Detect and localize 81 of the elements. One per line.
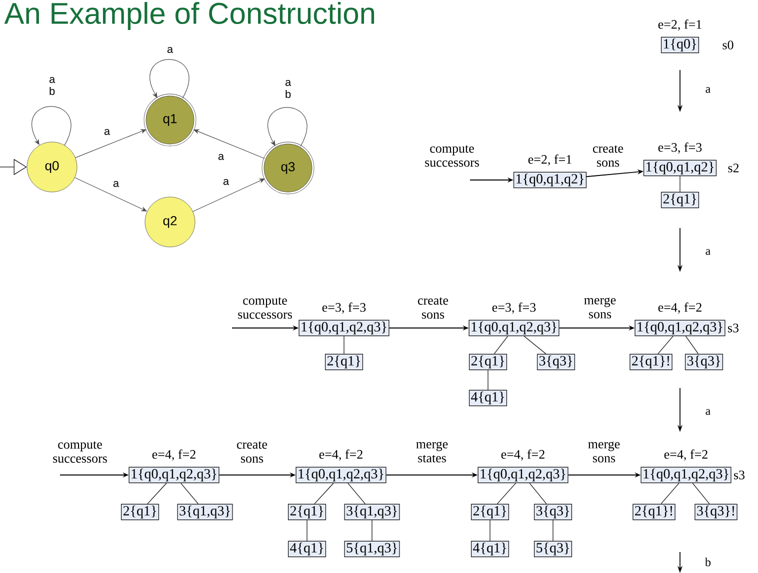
state-name: s3 — [734, 470, 745, 480]
state-name: s0 — [722, 40, 734, 50]
tree-node-box: 1{q0,q1,q2} — [513, 172, 587, 188]
edge-label: a — [113, 181, 120, 188]
tree-node-box: 1{q0,q1,q2,q3} — [478, 466, 568, 484]
tree-node-box: 3{q3} — [534, 504, 572, 520]
state-name: s3 — [728, 324, 739, 332]
edge-label: create sons — [593, 145, 624, 167]
tree-node-box: 1{q0,q1,q2} — [643, 160, 717, 176]
tree-node-box: 2{q1} — [468, 354, 508, 370]
title: An Example of Construction — [4, 2, 374, 30]
arrow — [150, 59, 190, 98]
edge-label: a — [167, 47, 174, 54]
tree-node-box: 3{q1,q3} — [177, 504, 233, 520]
transition-label: b — [705, 558, 711, 566]
tree-header: e=4, f=2 — [501, 450, 544, 461]
tree-header: e=4, f=2 — [664, 450, 708, 461]
tree-node-box: 2{q1}! — [630, 354, 672, 370]
tree-line — [552, 520, 554, 542]
tree-line — [306, 520, 308, 542]
edge-label: a b — [49, 77, 56, 96]
tree-node-box: 5{q3} — [534, 540, 572, 558]
tree-node-box: 2{q1} — [324, 354, 364, 370]
tree-node-box: 2{q1}! — [632, 504, 676, 520]
tree-header: e=2, f=1 — [658, 20, 702, 31]
tree-node-box: 4{q1} — [288, 540, 326, 558]
edge-label: merge states — [416, 442, 448, 462]
tree-node-box: 3{q1,q3} — [344, 504, 400, 520]
tree-line — [658, 336, 674, 354]
tree-line — [529, 482, 547, 504]
edge-label: a b — [285, 80, 292, 98]
tree-header: e=4, f=2 — [152, 450, 196, 461]
tree-node-box: 1{q0,q1,q2,q3} — [296, 466, 386, 484]
tree-line — [180, 482, 198, 504]
tree-node-box: 4{q1} — [470, 540, 510, 558]
tree-line — [685, 336, 699, 354]
tree-header: e=4, f=2 — [658, 302, 702, 314]
arrow — [268, 107, 308, 146]
edge-label: a — [218, 154, 224, 160]
tree-line — [494, 336, 508, 354]
edge-label: a — [223, 179, 230, 186]
tree-node-box: 2{q1} — [288, 504, 326, 520]
tree-node-box: 1{q0,q1,q2,q3} — [128, 466, 220, 484]
tree-node-box: 1{q0,q1,q2,q3} — [468, 320, 560, 336]
tree-node-box: 1{q0} — [660, 36, 700, 54]
tree-node-box: 2{q1} — [660, 192, 700, 208]
tree-header: e=3, f=3 — [322, 302, 366, 314]
tree-node-box: 1{q0,q1,q2,q3} — [640, 466, 732, 484]
tree-line — [348, 482, 366, 504]
tree-header: e=2, f=1 — [528, 154, 572, 166]
transition-label: a — [706, 87, 710, 93]
arrow — [32, 106, 72, 146]
edge-label: merge sons — [588, 442, 620, 462]
tree-node-box: 2{q1} — [121, 504, 160, 520]
tree-node-box: 4{q1} — [468, 390, 508, 406]
state-name: s2 — [728, 164, 739, 172]
tree-line — [147, 482, 167, 504]
tree-node-box: 5{q1,q3} — [344, 540, 400, 558]
transition-label: a — [706, 249, 710, 255]
tree-line — [660, 482, 680, 504]
tree-line — [314, 482, 334, 504]
transition-label: a — [706, 409, 710, 415]
edge-label: create sons — [237, 441, 268, 463]
edge-label: compute successors — [425, 145, 479, 167]
tree-node-box: 1{q0,q1,q2,q3} — [634, 320, 726, 336]
tree-header: e=3, f=3 — [492, 302, 536, 314]
edge-label: create sons — [418, 297, 448, 319]
tree-header: e=3, f=3 — [658, 142, 702, 154]
tree-node-box: 1{q0,q1,q2,q3} — [298, 320, 390, 336]
tree-header: e=4, f=2 — [319, 450, 362, 461]
tree-line — [692, 482, 710, 504]
edge-label: compute successors — [238, 297, 292, 319]
edge-label: a — [104, 129, 110, 136]
tree-node-box: 3{q3} — [536, 354, 576, 370]
tree-node-box: 3{q3} — [684, 354, 724, 370]
tree-line — [496, 482, 516, 504]
edge-label: compute successors — [53, 441, 107, 463]
tree-node-box: 3{q3}! — [694, 504, 738, 520]
tree-line — [524, 336, 546, 354]
tree-node-box: 2{q1} — [470, 504, 510, 520]
edge-label: merge sons — [584, 298, 616, 318]
